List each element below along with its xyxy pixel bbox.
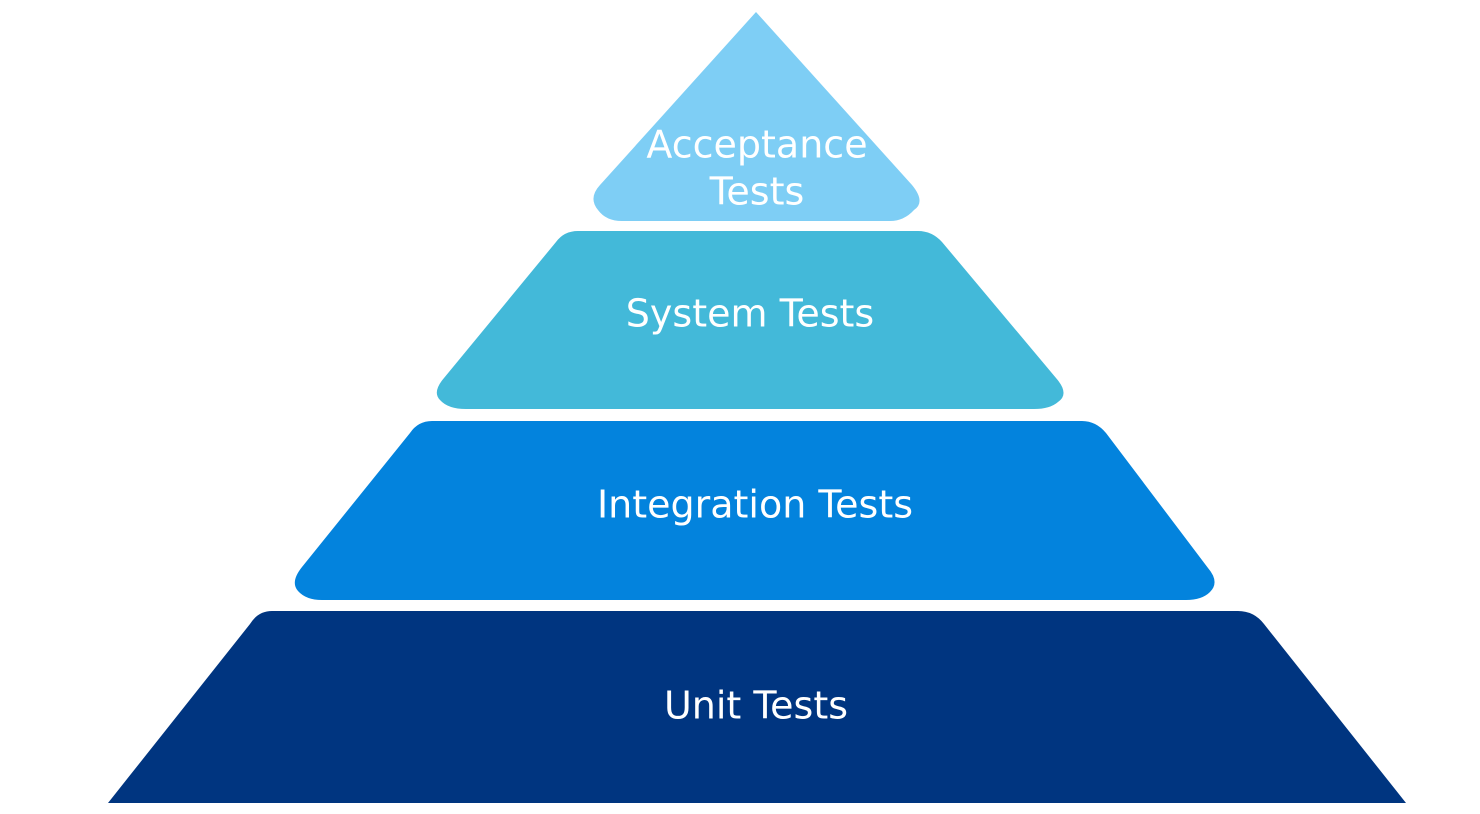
pyramid-tier-acceptance: Acceptance Tests: [593, 12, 920, 221]
tier-label-integration: Integration Tests: [597, 483, 913, 527]
pyramid-tier-integration: Integration Tests: [294, 421, 1215, 600]
tier-label-acceptance-line1: Acceptance: [646, 123, 867, 167]
pyramid-tier-system: System Tests: [436, 231, 1064, 409]
tier-shape-acceptance: [593, 12, 920, 221]
tier-label-acceptance-line2: Tests: [709, 170, 805, 214]
tier-label-system: System Tests: [626, 292, 874, 336]
pyramid-tier-unit: Unit Tests: [108, 611, 1406, 803]
tier-shape-unit: [108, 611, 1406, 803]
tier-shape-integration: [294, 421, 1215, 600]
tier-label-unit: Unit Tests: [664, 684, 848, 728]
tier-shape-system: [436, 231, 1064, 409]
